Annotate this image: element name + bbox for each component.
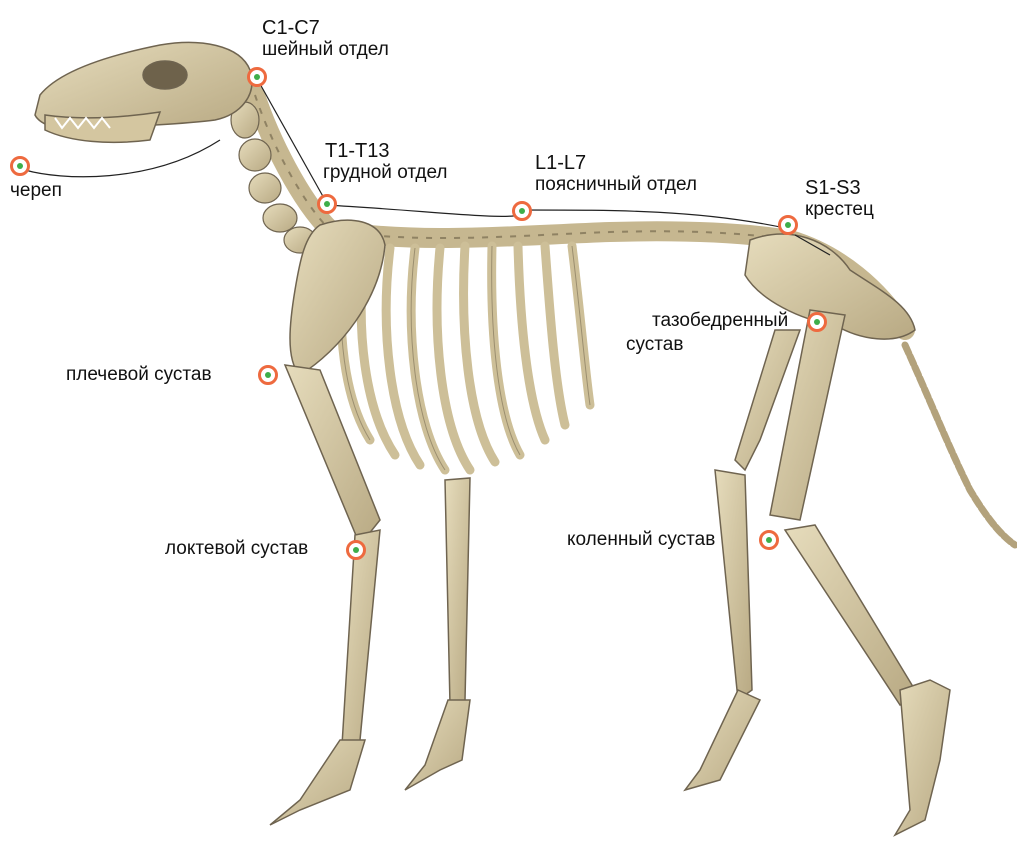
shoulder-label: плечевой сустав [66,364,212,386]
knee-label: коленный сустав [567,529,715,551]
elbow-label: локтевой сустав [165,538,308,560]
sacrum-marker-icon[interactable] [778,215,798,235]
skull [35,42,252,142]
shoulder-marker-icon[interactable] [258,365,278,385]
lumbar-marker-icon[interactable] [512,201,532,221]
rib-cage [341,246,590,470]
cervical-code-label: C1-C7 [262,17,320,39]
knee-marker-icon[interactable] [759,530,779,550]
cervical-name-label: шейный отдел [262,39,389,61]
hip-label-line1: тазобедренный [652,310,788,332]
thoracic-name-label: грудной отдел [323,162,448,184]
skull-label: череп [10,180,62,202]
front-leg-far [405,478,470,790]
tail-bones [905,345,1015,545]
hip-label-line2: сустав [626,334,683,356]
cervical-marker-icon[interactable] [247,67,267,87]
sacrum-code-label: S1-S3 [805,177,861,199]
lumbar-name-label: поясничный отдел [535,174,697,196]
thoracic-marker-icon[interactable] [317,194,337,214]
sacrum-name-label: крестец [805,199,874,221]
hind-leg-far [685,330,800,790]
elbow-marker-icon[interactable] [346,540,366,560]
hip-marker-icon[interactable] [807,312,827,332]
lumbar-code-label: L1-L7 [535,152,586,174]
thoracic-code-label: T1-T13 [325,140,389,162]
skull-marker-icon[interactable] [10,156,30,176]
